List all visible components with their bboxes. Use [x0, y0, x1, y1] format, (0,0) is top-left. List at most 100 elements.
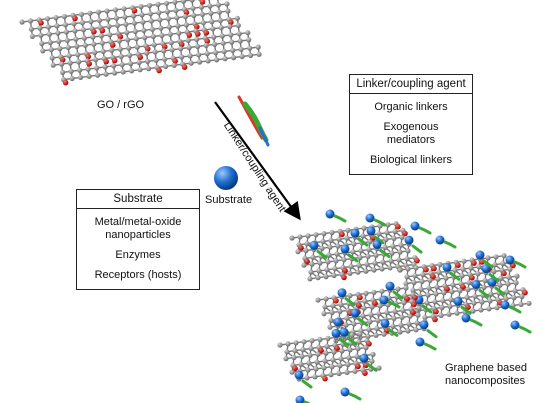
carbon-atom: [204, 51, 210, 57]
carbon-atom: [440, 298, 446, 304]
carbon-atom: [194, 36, 200, 42]
carbon-atom: [75, 52, 81, 58]
substrate-particle: [325, 209, 335, 219]
substrate-particle: [471, 279, 481, 289]
carbon-atom: [146, 2, 153, 9]
carbon-atom: [371, 289, 377, 295]
carbon-atom: [507, 266, 513, 272]
carbon-atom: [307, 276, 313, 282]
carbon-atom: [199, 11, 205, 17]
carbon-atom: [203, 42, 209, 49]
oxygen-atom: [395, 223, 401, 230]
carbon-atom: [188, 60, 194, 66]
substrate-item-metal: Metal/metal-oxide nanoparticles: [94, 216, 182, 241]
carbon-atom: [414, 320, 420, 326]
carbon-atom: [401, 300, 407, 306]
carbon-atom: [323, 350, 329, 356]
substrate-particle: [481, 264, 491, 274]
oxygen-atom: [455, 262, 461, 269]
carbon-atom: [381, 331, 387, 337]
oxygen-atom: [460, 284, 466, 290]
oxygen-atom: [411, 301, 417, 308]
carbon-atom: [329, 309, 335, 316]
carbon-atom: [363, 290, 369, 296]
carbon-atom: [365, 253, 371, 259]
carbon-atom: [221, 48, 227, 55]
carbon-atom: [412, 273, 418, 279]
carbon-atom: [46, 31, 53, 37]
carbon-atom: [295, 249, 301, 255]
carbon-atom: [210, 26, 216, 32]
carbon-atom: [434, 284, 440, 290]
oxygen-atom: [433, 308, 439, 315]
carbon-atom: [328, 317, 334, 323]
carbon-atom: [344, 369, 350, 375]
carbon-atom: [38, 32, 44, 38]
oxygen-atom: [181, 64, 188, 70]
carbon-atom: [407, 313, 413, 319]
carbon-atom: [126, 45, 132, 51]
carbon-atom: [413, 265, 419, 271]
substrate-particle: [419, 320, 429, 330]
nanocomposite-model: [277, 209, 532, 403]
carbon-atom: [145, 58, 151, 64]
carbon-atom: [123, 21, 129, 27]
oxygen-atom: [357, 294, 363, 301]
go-sheet-model: [19, 0, 262, 86]
carbon-atom: [344, 315, 350, 321]
carbon-atom: [289, 369, 295, 375]
carbon-atom: [336, 370, 342, 377]
linker-segment: [303, 400, 311, 403]
carbon-atom: [155, 1, 161, 7]
linker-segment: [348, 392, 362, 401]
carbon-atom: [308, 269, 314, 275]
carbon-atom: [493, 254, 499, 260]
carbon-atom: [457, 288, 463, 294]
carbon-atom: [217, 17, 223, 24]
carbon-atom: [325, 335, 331, 341]
carbon-atom: [332, 266, 338, 272]
oxygen-atom: [342, 267, 348, 274]
carbon-atom: [73, 36, 79, 42]
carbon-atom: [56, 38, 62, 45]
carbon-atom: [209, 19, 215, 25]
carbon-atom: [309, 261, 315, 267]
carbon-atom: [460, 266, 466, 272]
oxygen-atom: [204, 38, 211, 44]
carbon-atom: [328, 372, 334, 378]
carbon-atom: [312, 374, 318, 380]
carbon-atom: [364, 261, 370, 267]
carbon-atom: [497, 282, 503, 288]
carbon-atom: [112, 7, 119, 13]
linker-segment: [347, 253, 359, 263]
oxygen-atom: [38, 20, 44, 26]
carbon-atom: [397, 249, 403, 255]
oxygen-atom: [137, 54, 143, 60]
oxygen-atom: [86, 61, 92, 67]
carbon-atom: [213, 50, 219, 56]
carbon-atom: [392, 229, 398, 235]
carbon-atom: [351, 241, 357, 247]
linker-segment: [478, 288, 490, 298]
carbon-atom: [355, 269, 361, 275]
carbon-atom: [283, 356, 289, 362]
carbon-atom: [98, 33, 104, 39]
carbon-atom: [128, 61, 134, 67]
carbon-atom: [147, 11, 154, 17]
carbon-atom: [140, 19, 146, 25]
oxygen-atom: [469, 275, 475, 281]
carbon-atom: [37, 25, 43, 31]
carbon-atom: [349, 332, 355, 338]
carbon-atom: [191, 12, 197, 19]
carbon-atom: [131, 20, 137, 26]
carbon-atom: [419, 278, 425, 284]
carbon-atom: [79, 20, 86, 26]
linker-segment: [423, 342, 437, 351]
carbon-atom: [64, 37, 70, 43]
carbon-atom: [95, 72, 101, 78]
oxygen-atom: [292, 365, 298, 372]
substrate-particle: [379, 295, 389, 305]
carbon-atom: [239, 53, 245, 60]
carbon-atom: [348, 263, 354, 270]
carbon-atom: [373, 252, 379, 258]
